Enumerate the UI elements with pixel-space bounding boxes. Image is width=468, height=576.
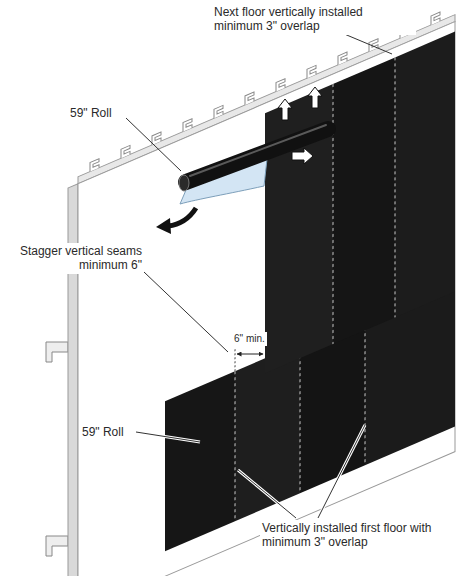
direction-arrow [278,99,292,120]
stud [338,52,347,65]
callout-label: Stagger vertical seams minimum 6" [2,243,144,274]
leader-halo [238,470,296,518]
leader-line [318,425,365,518]
floor-edge [46,536,68,556]
stud [276,79,285,92]
membrane-sheet [395,32,455,318]
leader-lines [126,28,392,518]
leader-line [126,118,181,171]
dimension-label: 6" min. [232,332,267,346]
leader-line [238,470,296,518]
roll-highlight [190,125,326,176]
floor-edge [46,342,68,362]
direction-arrow [292,148,313,164]
seam-line [234,371,235,521]
stud [214,105,223,118]
callout-label: Next floor vertically installed minimum … [212,4,416,35]
wall-plane [68,6,455,576]
membrane-sheet [165,371,235,551]
extension-line [234,348,235,371]
leader-halo [318,425,365,518]
callout-label: Vertically installed first floor with mi… [260,520,464,551]
seam-line [394,57,395,317]
stud [90,159,99,172]
leader-line [136,432,200,442]
direction-arrow [308,87,322,108]
stud [152,132,161,145]
seam-line [333,57,395,344]
floor-edge [46,342,68,556]
membrane-roll [186,129,328,182]
callout-label: 59" Roll [68,105,114,121]
peel-arrow [168,208,196,226]
peel-arrow [156,218,171,234]
stud [121,145,130,158]
dimension-line [237,354,263,355]
roll-end [179,175,189,191]
leader-halo [136,432,200,442]
seam-line [364,315,365,465]
stud [431,12,440,25]
stud [183,119,192,132]
stud [307,65,316,78]
callout-label: 59" Roll [80,424,126,440]
membrane-sheet [333,57,395,344]
sheathing [78,22,455,576]
stud [245,92,254,105]
leader-line [144,272,228,352]
seam-line [299,343,300,493]
